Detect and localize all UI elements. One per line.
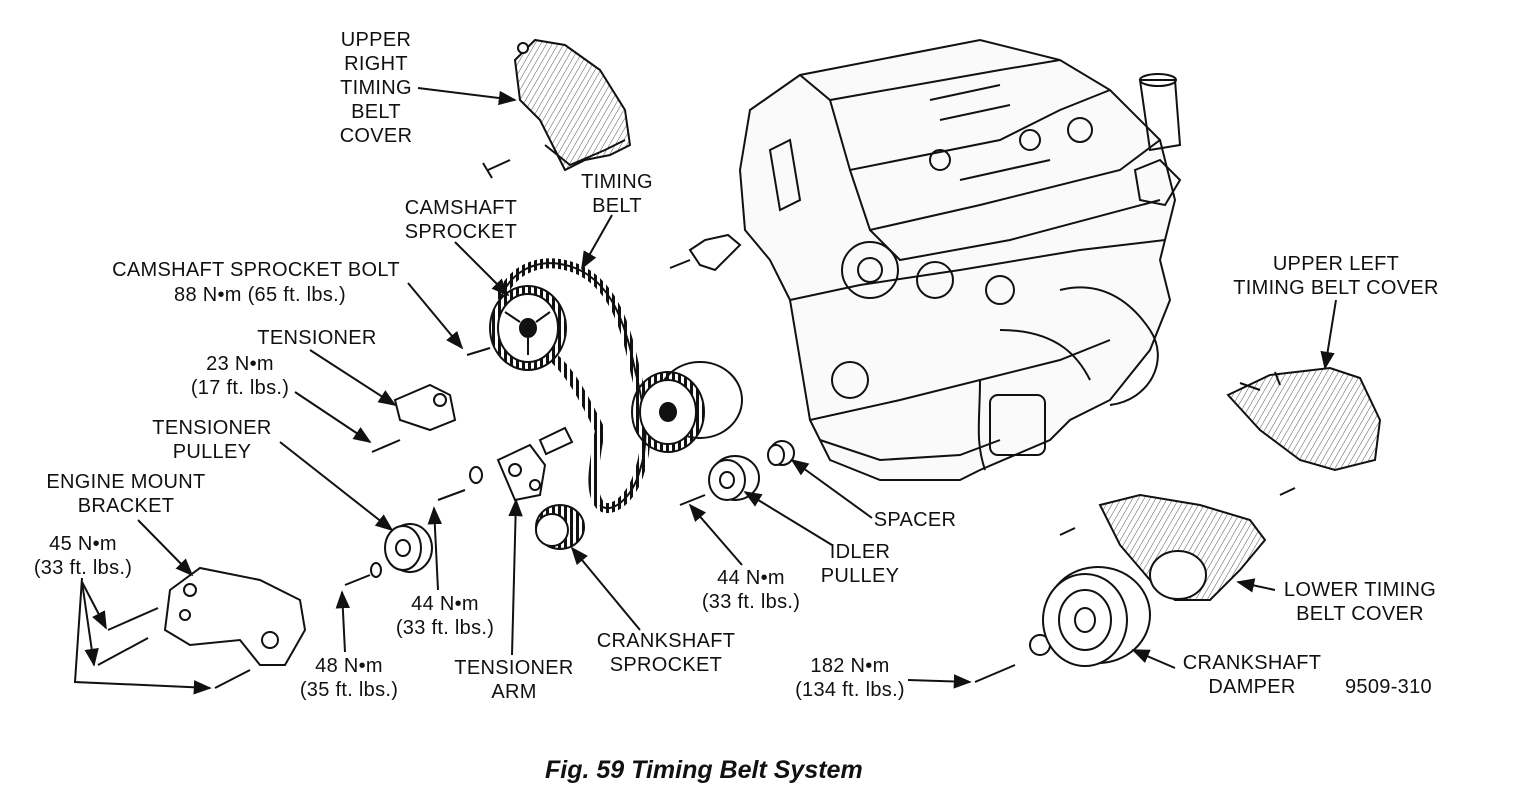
label-damper-torque: 182 N•m (134 ft. lbs.) — [795, 655, 905, 701]
figure-number: 9509-310 — [1345, 676, 1432, 698]
label-crankshaft-sprocket: CRANKSHAFT SPROCKET — [596, 630, 736, 676]
lower-cover-drawing — [1098, 493, 1267, 601]
engine-mount-bracket-drawing — [163, 566, 307, 666]
leader-lines — [73, 87, 1337, 695]
bolts — [97, 159, 1296, 689]
label-camshaft-sprocket: CAMSHAFT SPROCKET — [404, 197, 518, 243]
label-tensioner-torque: 23 N•m (17 ft. lbs.) — [190, 353, 290, 399]
label-camshaft-bolt-torque: 88 N•m (65 ft. lbs.) — [174, 284, 346, 306]
crankshaft-sprocket-drawing — [535, 504, 585, 550]
timing-belt-drawing — [495, 258, 651, 514]
label-idler-pulley: IDLER PULLEY — [820, 541, 900, 587]
figure-caption: Fig. 59 Timing Belt System — [545, 756, 863, 784]
tensioner-arm-drawing — [469, 426, 574, 502]
idler-pulley-drawing — [708, 440, 795, 501]
upper-right-cover-drawing — [513, 38, 632, 172]
crankshaft-damper-drawing — [1042, 566, 1151, 667]
label-tensioner-arm: TENSIONER ARM — [454, 657, 574, 703]
engine-block — [738, 38, 1182, 481]
camshaft-sprocket-drawing — [489, 285, 567, 371]
label-lower-timing-belt-cover: LOWER TIMING BELT COVER — [1283, 579, 1437, 625]
label-crankshaft-damper: CRANKSHAFT DAMPER — [1182, 652, 1322, 698]
upper-left-cover-drawing — [1226, 366, 1382, 472]
label-timing-belt: TIMING BELT — [581, 171, 653, 217]
label-bolt-44-right-torque: 44 N•m (33 ft. lbs.) — [701, 567, 801, 613]
label-mount-torque: 45 N•m (33 ft. lbs.) — [33, 533, 133, 579]
label-engine-mount-bracket: ENGINE MOUNT BRACKET — [46, 471, 206, 517]
second-camshaft-sprocket-drawing — [631, 361, 743, 453]
label-bolt-48-torque: 48 N•m (35 ft. lbs.) — [299, 655, 399, 701]
label-upper-left-timing-belt-cover: UPPER LEFT TIMING BELT COVER — [1233, 253, 1439, 299]
label-spacer: SPACER — [873, 509, 957, 531]
tensioner-drawing — [393, 383, 457, 432]
label-tensioner: TENSIONER — [257, 327, 377, 349]
label-camshaft-sprocket-bolt: CAMSHAFT SPROCKET BOLT — [112, 259, 400, 281]
label-bolt-44-left-torque: 44 N•m (33 ft. lbs.) — [395, 593, 495, 639]
tensioner-pulley-drawing — [370, 523, 433, 578]
label-tensioner-pulley: TENSIONER PULLEY — [152, 417, 272, 463]
label-upper-right-timing-belt-cover: UPPER RIGHT TIMING BELT COVER — [339, 29, 413, 147]
